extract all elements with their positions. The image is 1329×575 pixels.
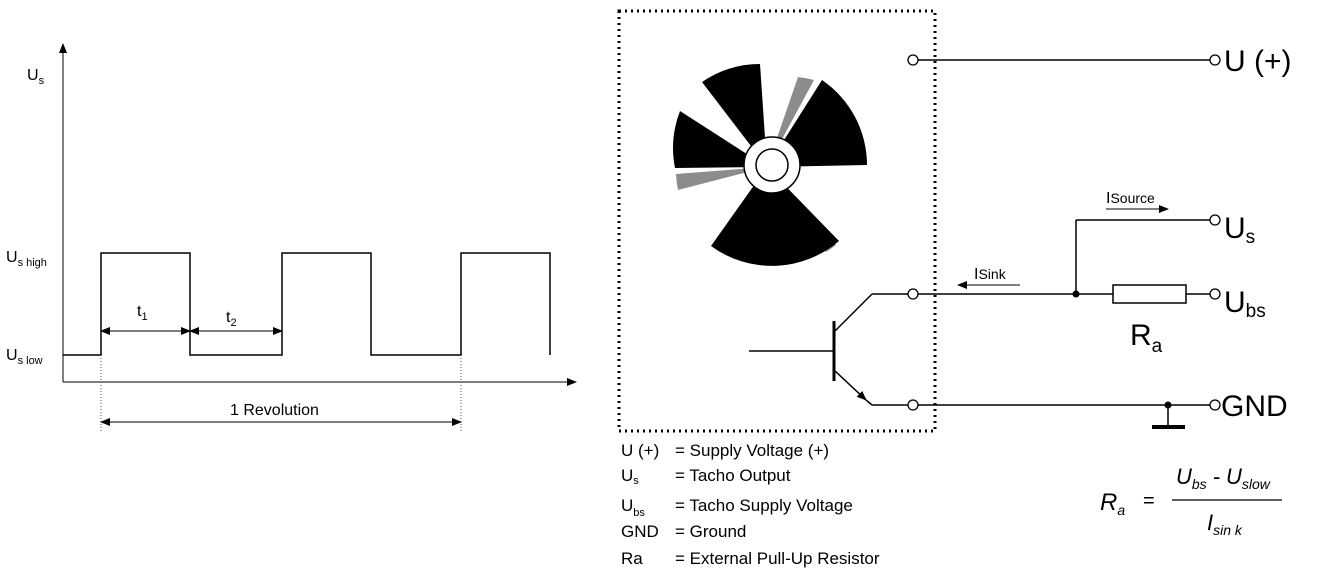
high-level-label: Us high <box>6 249 47 269</box>
formula-lhs: Ra <box>1100 489 1125 518</box>
junction-dot <box>1072 290 1080 298</box>
terminals <box>907 54 1221 411</box>
t2-label: t2 <box>226 309 237 329</box>
terminal-tacho-output <box>1209 214 1221 226</box>
transistor-symbol <box>749 293 913 406</box>
square-wave <box>63 252 551 356</box>
svg-text:= Supply Voltage (+): = Supply Voltage (+) <box>675 441 829 460</box>
fan-terminal-supply <box>907 54 919 66</box>
fan-icon <box>673 64 867 266</box>
legend-row: Us = Tacho Output <box>621 466 791 487</box>
low-level-label: Us low <box>6 347 43 367</box>
legend-row: U (+) = Supply Voltage (+) <box>621 441 829 460</box>
fan-terminal-gnd <box>907 399 919 411</box>
svg-text:= Tacho Output: = Tacho Output <box>675 466 791 485</box>
svg-text:U (+): U (+) <box>621 441 659 460</box>
formula-equals: = <box>1143 490 1155 512</box>
pullup-resistor <box>1112 284 1187 304</box>
svg-text:= Ground: = Ground <box>675 522 746 541</box>
terminal-supply <box>1209 54 1221 66</box>
revolution-label: 1 Revolution <box>230 402 319 419</box>
i-source-label: ISource <box>1106 190 1155 207</box>
wiring: ISource ISink <box>918 59 1210 429</box>
fan-box <box>617 9 937 433</box>
waveform-diagram: Us Us high Us low t1 t2 1 Revolution <box>6 43 577 432</box>
legend: U (+) = Supply Voltage (+) Us = Tacho Ou… <box>621 441 880 568</box>
legend-row: Ubs = Tacho Supply Voltage <box>621 496 853 519</box>
terminal-tacho-supply <box>1209 288 1221 300</box>
label-resistor: Ra <box>1130 319 1163 357</box>
label-supply: U (+) <box>1224 45 1292 78</box>
svg-text:Us: Us <box>621 466 639 487</box>
label-gnd: GND <box>1221 390 1288 423</box>
resistor-formula: Ra = Ubs-Uslow Isin k <box>1100 464 1282 538</box>
t1-label: t1 <box>137 303 148 323</box>
fan-terminal-tacho <box>907 288 919 300</box>
formula-denominator: Isin k <box>1207 510 1243 538</box>
legend-row: Ra = External Pull-Up Resistor <box>621 549 880 568</box>
fan-housing-outline <box>617 9 937 433</box>
svg-text:Ubs: Ubs <box>621 496 645 519</box>
label-tacho-supply: Ubs <box>1224 286 1266 322</box>
svg-text:GND: GND <box>621 522 659 541</box>
formula-numerator: Ubs-Uslow <box>1176 464 1271 492</box>
y-axis-label: Us <box>27 67 45 87</box>
legend-row: GND = Ground <box>621 522 746 541</box>
svg-text:Ra: Ra <box>621 549 643 568</box>
svg-text:= Tacho Supply Voltage: = Tacho Supply Voltage <box>675 496 853 515</box>
i-sink-label: ISink <box>974 266 1007 283</box>
label-tacho-output: Us <box>1224 212 1255 248</box>
svg-text:= External Pull-Up Resistor: = External Pull-Up Resistor <box>675 549 880 568</box>
terminal-gnd <box>1209 399 1221 411</box>
